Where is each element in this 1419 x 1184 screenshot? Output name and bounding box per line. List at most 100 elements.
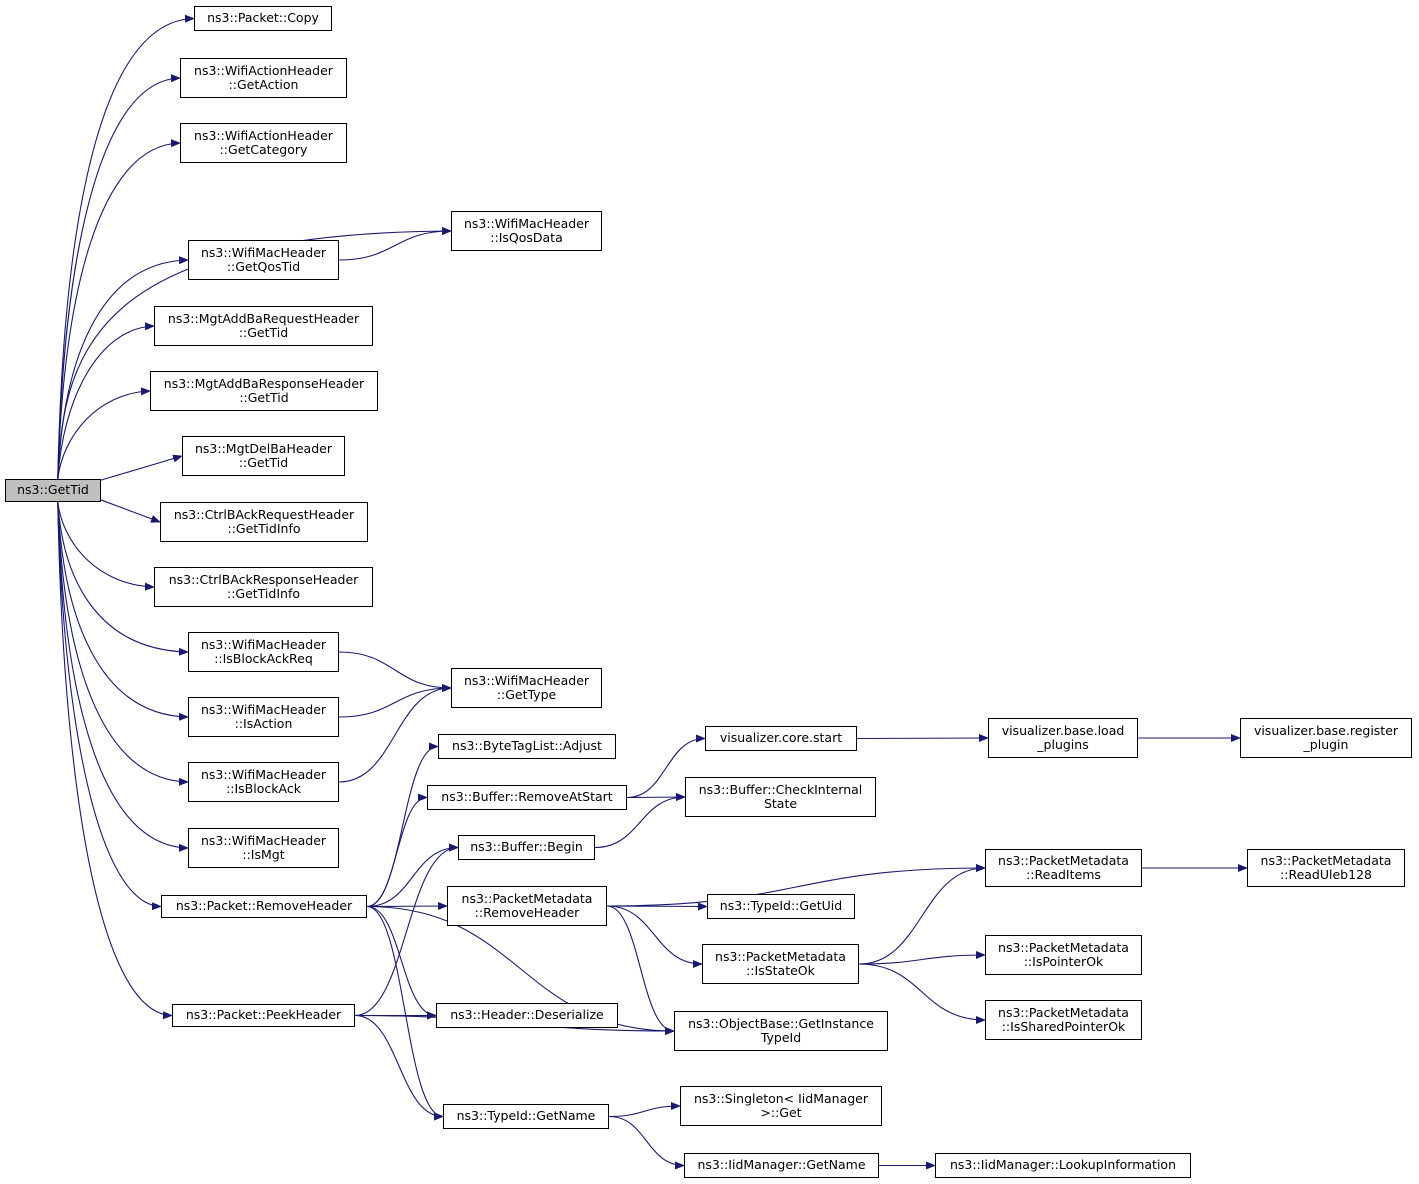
node-label-line: State <box>763 796 798 811</box>
node-label-line: ns3::WifiMacHeader <box>200 832 327 848</box>
node-readuleb[interactable]: ns3::PacketMetadata::ReadUleb128 <box>1247 849 1405 887</box>
edge-isstateok-to-readitems <box>858 864 986 965</box>
node-isblockackreq[interactable]: ns3::WifiMacHeader::IsBlockAckReq <box>188 632 339 672</box>
edge-root-to-addbaresp <box>57 387 151 480</box>
node-label-line: ::IsStateOk <box>746 963 815 978</box>
node-label-line: ::GetTid <box>238 325 289 340</box>
node-singletonget[interactable]: ns3::Singleton< IidManager>::Get <box>680 1086 882 1126</box>
edge-vizstart-to-loadplugins <box>856 734 989 743</box>
node-deserialize[interactable]: ns3::Header::Deserialize <box>436 1003 618 1028</box>
node-getuid[interactable]: ns3::TypeId::GetUid <box>707 894 855 919</box>
node-addbareq[interactable]: ns3::MgtAddBaRequestHeader::GetTid <box>154 306 373 346</box>
node-issharedpointerok[interactable]: ns3::PacketMetadata::IsSharedPointerOk <box>985 1000 1142 1040</box>
node-label-line: ns3::Header::Deserialize <box>450 1007 604 1023</box>
node-isstateok[interactable]: ns3::PacketMetadata::IsStateOk <box>702 944 859 984</box>
node-label-line: ns3::Buffer::CheckInternal <box>698 781 863 797</box>
edge-typeidgetname-to-iidgetname <box>608 1115 685 1170</box>
node-label-line: ns3::WifiMacHeader <box>200 636 327 652</box>
node-loadplugins[interactable]: visualizer.base.load_plugins <box>988 718 1138 758</box>
node-getqostid[interactable]: ns3::WifiMacHeader::GetQosTid <box>188 240 339 280</box>
edge-root-to-ctrlreq <box>100 499 161 523</box>
node-getcategory[interactable]: ns3::WifiActionHeader::GetCategory <box>180 123 347 163</box>
node-label-line: ns3::PacketMetadata <box>461 890 593 906</box>
node-vizstart[interactable]: visualizer.core.start <box>705 726 857 751</box>
node-label-line: ::GetTidInfo <box>227 521 301 536</box>
node-label-line: ::IsBlockAck <box>226 781 301 796</box>
node-label-line: ::GetTid <box>239 390 289 405</box>
edge-isstateok-to-ispointerok <box>858 951 986 965</box>
node-label-line: ns3::MgtDelBaHeader <box>195 440 332 456</box>
node-label-line: ::ReadUleb128 <box>1280 867 1372 882</box>
node-getaction[interactable]: ns3::WifiActionHeader::GetAction <box>180 58 347 98</box>
node-label-line: ns3::Singleton< IidManager <box>693 1090 869 1106</box>
edge-removeheader-to-removeatstart <box>366 793 428 908</box>
node-lookupinfo[interactable]: ns3::IidManager::LookupInformation <box>935 1153 1191 1178</box>
edge-removeheader-to-getinstancetypeid <box>366 905 675 1035</box>
node-isblockack[interactable]: ns3::WifiMacHeader::IsBlockAck <box>188 762 339 802</box>
node-label-line: ns3::PacketMetadata <box>998 939 1129 955</box>
node-removeatstart[interactable]: ns3::Buffer::RemoveAtStart <box>427 785 627 810</box>
node-label-line: ns3::WifiMacHeader <box>463 215 590 231</box>
node-isqosdata[interactable]: ns3::WifiMacHeader::IsQosData <box>451 211 602 251</box>
node-registerplugin[interactable]: visualizer.base.register_plugin <box>1240 718 1412 758</box>
node-label-line: ns3::PacketMetadata <box>715 948 846 964</box>
node-ctrlresp[interactable]: ns3::CtrlBAckResponseHeader::GetTidInfo <box>154 567 373 607</box>
node-label-line: ns3::Packet::Copy <box>207 10 319 26</box>
node-ctrlreq[interactable]: ns3::CtrlBAckRequestHeader::GetTidInfo <box>160 502 368 542</box>
edge-root-to-copy <box>57 14 195 480</box>
node-label-line: ::GetTid <box>238 455 289 470</box>
edge-peekheader-to-begin <box>354 843 459 1017</box>
node-addbaresp[interactable]: ns3::MgtAddBaResponseHeader::GetTid <box>150 371 378 411</box>
edge-root-to-ctrlresp <box>57 501 155 591</box>
node-adjust[interactable]: ns3::ByteTagList::Adjust <box>438 734 616 759</box>
node-label-line: ::IsPointerOk <box>1023 954 1104 969</box>
edge-isaction-to-gettype <box>338 684 452 718</box>
node-removeheader[interactable]: ns3::Packet::RemoveHeader <box>161 895 367 918</box>
node-label-line: ns3::PacketMetadata <box>998 1004 1129 1020</box>
edge-root-to-isblockack <box>57 501 189 786</box>
edge-root-to-isblockackreq <box>57 501 189 656</box>
node-label-line: ns3::WifiMacHeader <box>200 701 327 717</box>
node-delba[interactable]: ns3::MgtDelBaHeader::GetTid <box>182 436 345 476</box>
node-pmremoveheader[interactable]: ns3::PacketMetadata::RemoveHeader <box>447 886 607 926</box>
node-readitems[interactable]: ns3::PacketMetadata::ReadItems <box>985 849 1142 887</box>
node-label-line: ns3::IidManager::GetName <box>697 1157 866 1173</box>
node-label-line: ns3::WifiMacHeader <box>200 244 327 260</box>
node-copy[interactable]: ns3::Packet::Copy <box>194 6 332 31</box>
node-label-line: ns3::WifiMacHeader <box>463 672 590 688</box>
edge-isblockackreq-to-gettype <box>338 651 452 692</box>
node-label-line: ns3::CtrlBAckResponseHeader <box>168 571 359 587</box>
node-label-line: ns3::Buffer::Begin <box>470 839 583 855</box>
node-typeidgetname[interactable]: ns3::TypeId::GetName <box>443 1104 609 1129</box>
edge-peekheader-to-typeidgetname <box>354 1014 444 1121</box>
node-ispointerok[interactable]: ns3::PacketMetadata::IsPointerOk <box>985 935 1142 975</box>
node-label-line: ns3::Packet::PeekHeader <box>185 1007 342 1023</box>
edge-root-to-delba <box>100 454 183 481</box>
edge-root-to-peekheader <box>57 501 173 1020</box>
node-label-line: ::ReadItems <box>1026 867 1101 882</box>
node-label-line: ns3::ByteTagList::Adjust <box>452 738 602 754</box>
node-begin[interactable]: ns3::Buffer::Begin <box>458 835 595 860</box>
edge-pmremoveheader-to-getinstancetypeid <box>606 905 675 1035</box>
edges-layer <box>57 14 1248 1170</box>
node-iidgetname[interactable]: ns3::IidManager::GetName <box>684 1153 879 1178</box>
node-gettype[interactable]: ns3::WifiMacHeader::GetType <box>451 668 602 708</box>
node-label-line: ::IsMgt <box>242 847 285 862</box>
node-ismgt[interactable]: ns3::WifiMacHeader::IsMgt <box>188 828 339 868</box>
edge-removeatstart-to-vizstart <box>626 734 706 799</box>
edge-getqostid-to-isqosdata <box>338 227 452 261</box>
node-isaction[interactable]: ns3::WifiMacHeader::IsAction <box>188 697 339 737</box>
node-label-line: ::GetQosTid <box>226 259 301 274</box>
edge-removeheader-to-adjust <box>366 742 439 908</box>
node-label-line: ::IsQosData <box>490 230 563 245</box>
edge-pmremoveheader-to-isstateok <box>606 905 703 968</box>
edge-begin-to-checkinternal <box>594 793 686 849</box>
node-root: ns3::GetTid <box>5 479 101 502</box>
node-peekheader[interactable]: ns3::Packet::PeekHeader <box>172 1004 355 1027</box>
edge-root-to-addbareq <box>57 322 155 480</box>
node-label-line: ::GetCategory <box>219 142 308 157</box>
edge-isblockack-to-gettype <box>338 684 452 783</box>
edge-root-to-removeheader <box>57 501 162 911</box>
